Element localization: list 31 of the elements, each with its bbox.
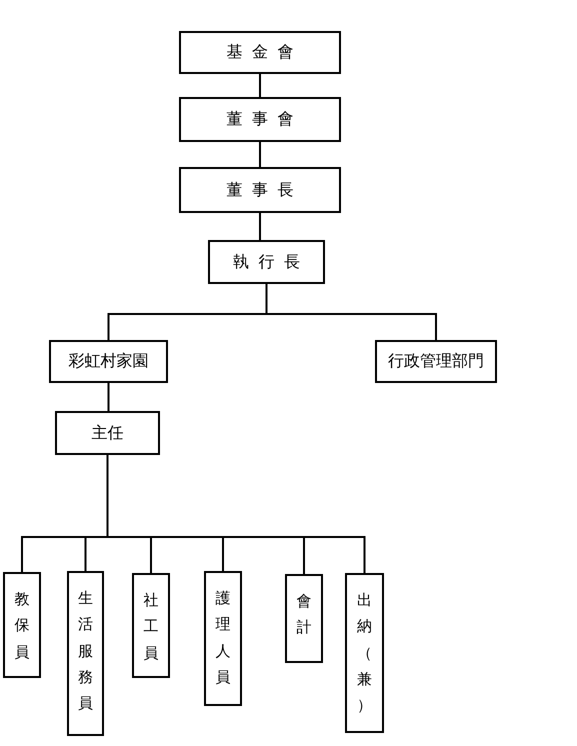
box-label: 教保員 (14, 589, 30, 662)
connector-line (259, 142, 261, 167)
connector-line (106, 455, 366, 573)
box-label: 生活服務員 (78, 588, 93, 714)
box-label: 基金會 (226, 42, 304, 63)
box-label: 行政管理部門 (388, 351, 484, 372)
box-label: 主任 (92, 422, 124, 444)
org-box (179, 31, 341, 74)
org-box (285, 574, 323, 663)
box-label: 護理人員 (216, 588, 230, 688)
box-label: 社工員 (144, 590, 158, 664)
org-box (67, 571, 104, 736)
org-box (204, 571, 242, 706)
org-box (55, 411, 160, 455)
connector-line (108, 383, 110, 411)
box-label: 董事會 (226, 109, 304, 130)
org-box (179, 167, 341, 213)
org-box (179, 97, 341, 142)
box-label: 會計 (296, 591, 312, 638)
connector-line (259, 74, 261, 97)
org-box (345, 573, 384, 733)
org-box (375, 340, 497, 383)
box-label: 出納（兼） (357, 590, 372, 716)
box-label: 董事長 (226, 180, 304, 200)
connector-line (259, 213, 261, 240)
org-box (208, 240, 325, 284)
org-box (132, 573, 170, 678)
org-box (49, 340, 168, 383)
org-box (3, 572, 41, 678)
box-label: 執行長 (232, 252, 310, 272)
box-label: 彩虹村家園 (68, 351, 148, 372)
